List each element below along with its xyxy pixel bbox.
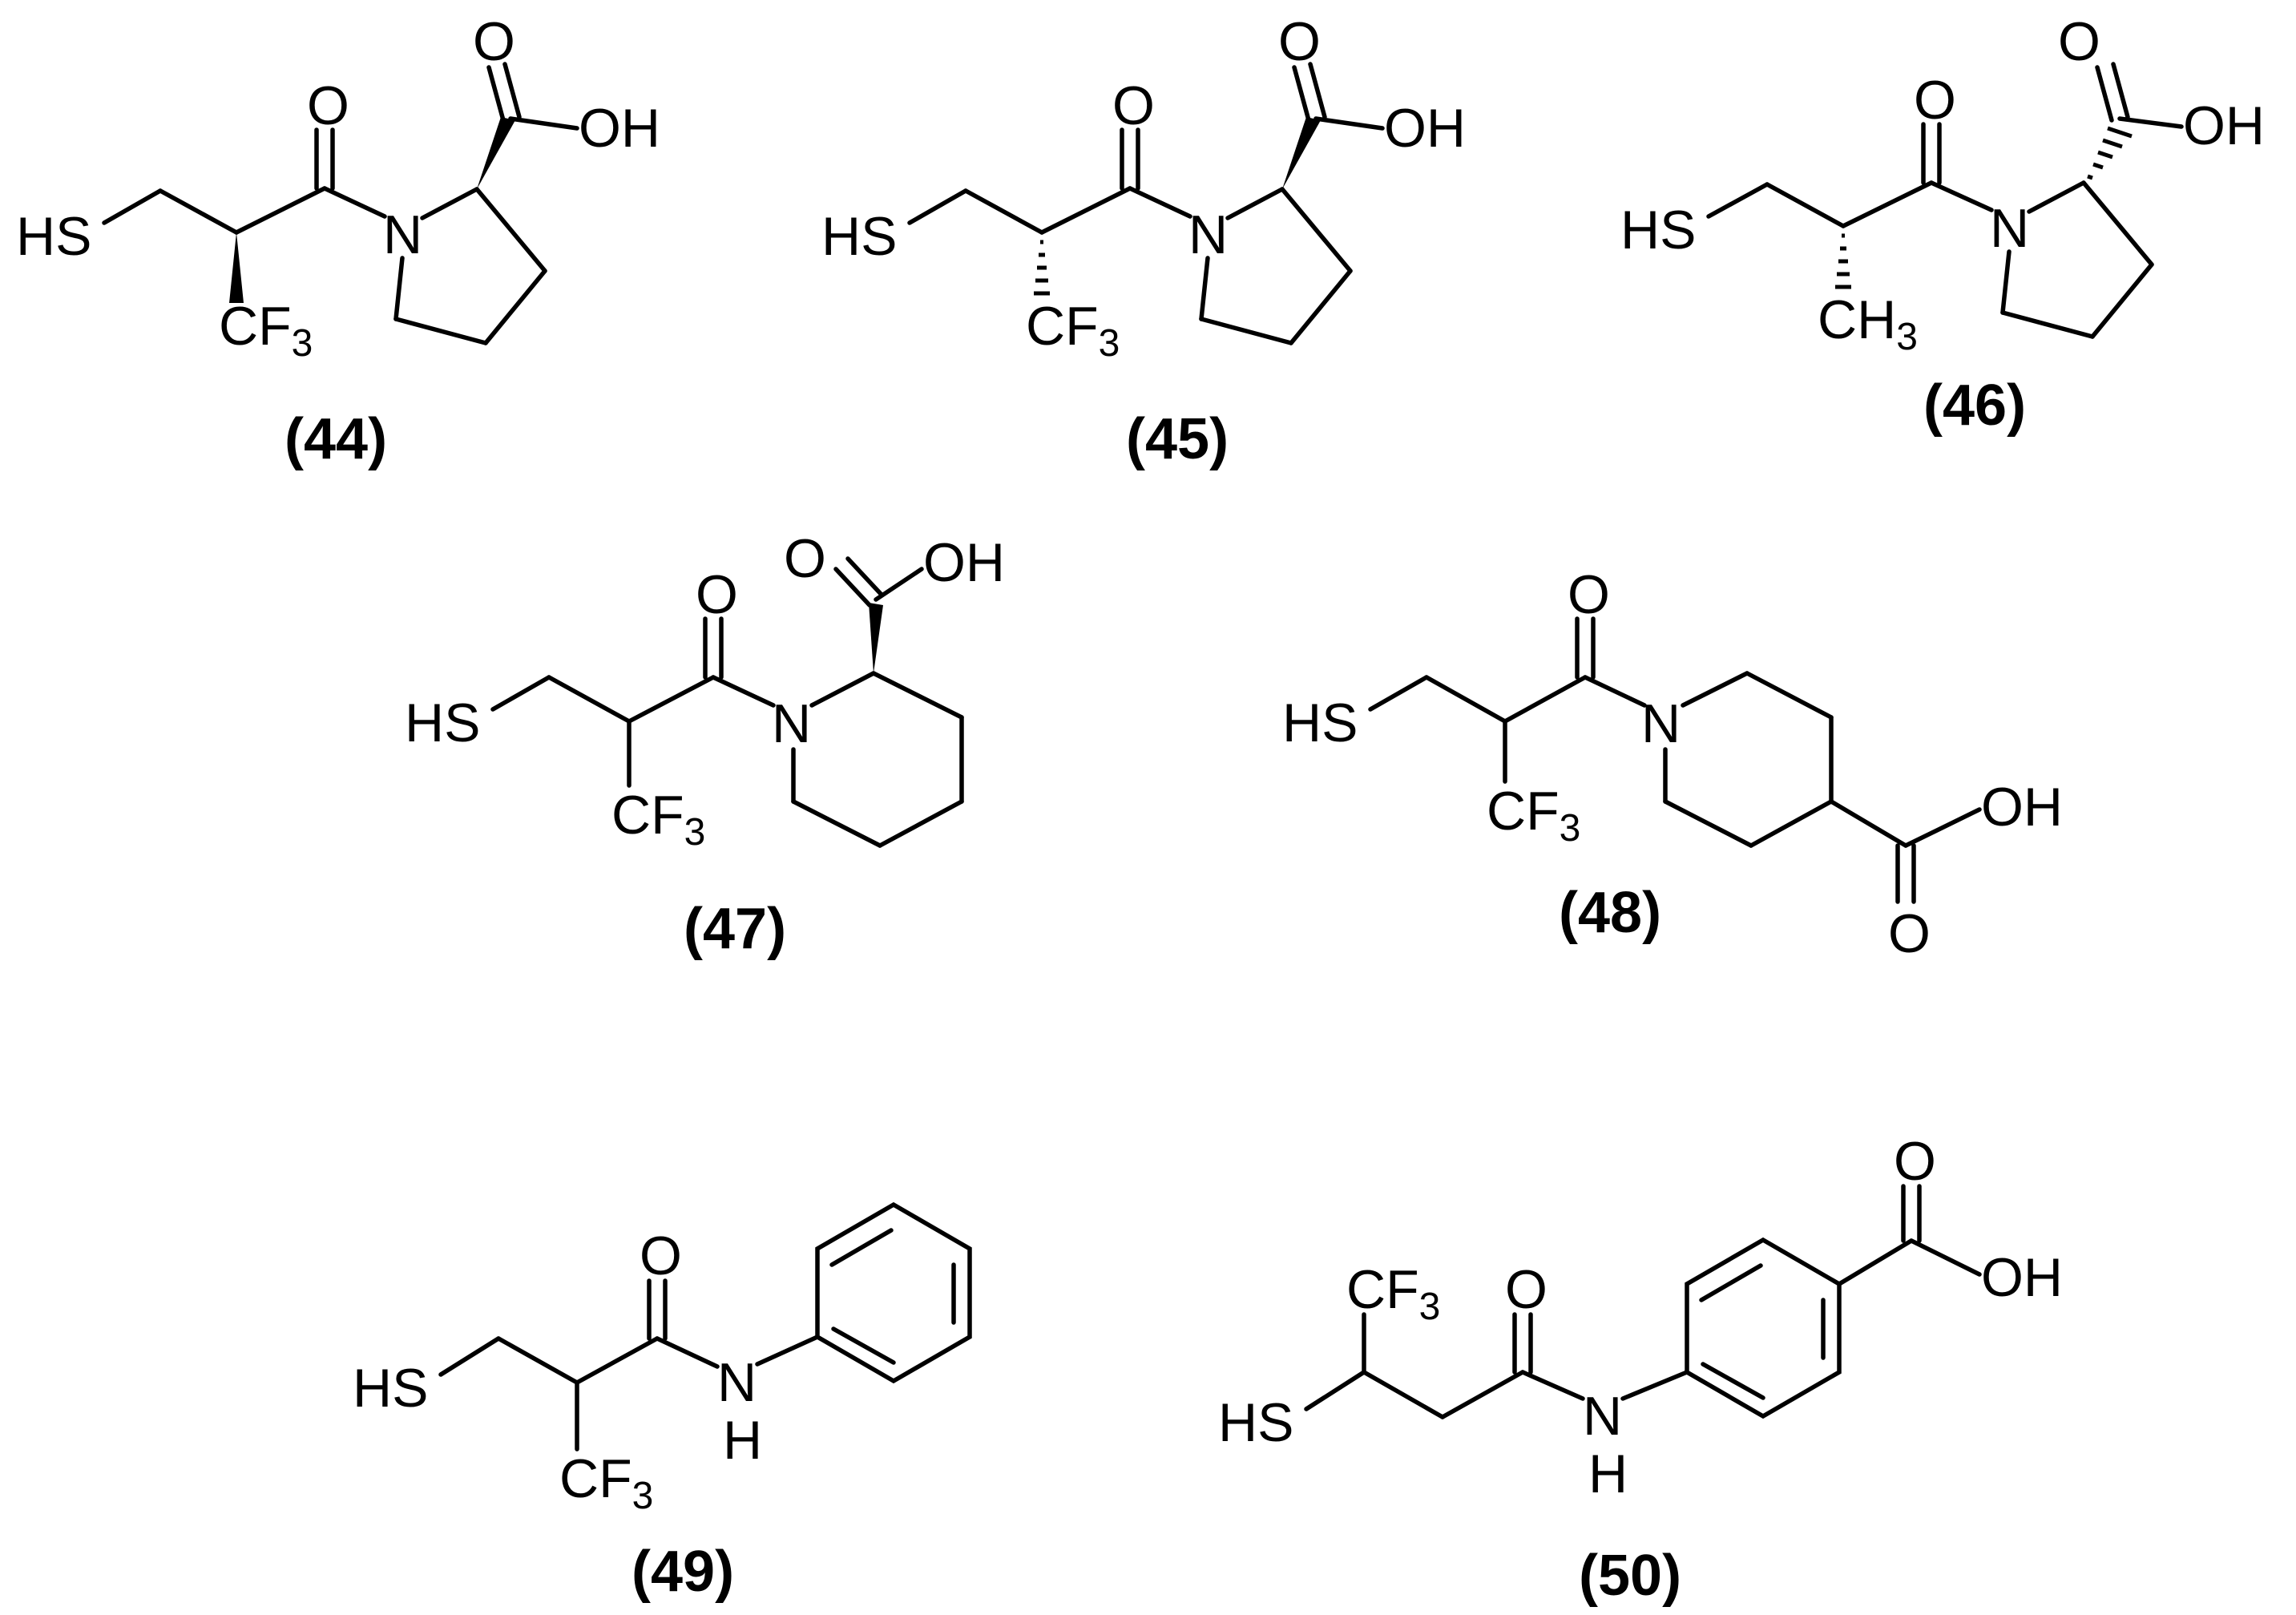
compound-label-50: (50) [1579, 1544, 1681, 1608]
atom-oh: OH [1384, 98, 1466, 159]
atom-n: N [1583, 1386, 1622, 1447]
compound-50: HS CF3 O N H O OH (50) [1218, 1131, 2063, 1608]
compound-label-46: (46) [1923, 373, 2026, 438]
atom-cf3: CF3 [1026, 296, 1120, 365]
atom-o: O [1888, 903, 1931, 964]
atom-n: N [1641, 693, 1681, 754]
compound-label-49: (49) [632, 1540, 734, 1604]
atom-cf3: CF3 [1346, 1259, 1440, 1328]
atom-oh: OH [2183, 95, 2265, 156]
atom-cf3: CF3 [611, 785, 705, 854]
compound-label-44: (44) [284, 407, 387, 471]
atom-o: O [1505, 1259, 1547, 1320]
atom-o: O [696, 564, 738, 625]
atom-n: N [1188, 204, 1228, 265]
atom-hs: HS [1218, 1392, 1293, 1453]
atom-n: N [1990, 198, 2029, 259]
atom-h: H [723, 1410, 762, 1471]
compound-label-45: (45) [1126, 407, 1229, 471]
atom-cf3: CF3 [559, 1448, 653, 1517]
atom-cf3: CF3 [219, 296, 313, 365]
atom-hs: HS [1620, 200, 1696, 260]
compound-label-48: (48) [1559, 881, 1661, 945]
compound-49: HS CF3 O N H (49) [353, 1201, 972, 1604]
atom-o: O [784, 528, 826, 589]
atom-ch3: CH3 [1818, 289, 1918, 358]
atom-oh: OH [1981, 777, 2063, 838]
atom-o: O [1568, 564, 1610, 625]
atom-o: O [1894, 1131, 1936, 1192]
compound-45: HS CF3 O N O OH (45) [821, 11, 1466, 471]
compound-46: HS CH3 O N O OH [1620, 11, 2265, 438]
atom-h: H [1588, 1443, 1628, 1504]
atom-o: O [2058, 11, 2100, 72]
hashed-bond [1835, 233, 1851, 289]
atom-o: O [1914, 70, 1956, 131]
compound-44: HS CF3 O N O OH (44) [16, 11, 660, 471]
atom-oh: OH [1981, 1247, 2063, 1308]
atom-cf3: CF3 [1487, 781, 1580, 850]
atom-oh: OH [579, 98, 660, 159]
atom-oh: OH [923, 532, 1005, 593]
atom-n: N [772, 693, 811, 754]
hashed-bond [1034, 240, 1050, 296]
compound-label-47: (47) [684, 897, 786, 961]
atom-hs: HS [1282, 692, 1358, 753]
atom-hs: HS [405, 692, 480, 753]
atom-hs: HS [353, 1358, 428, 1419]
atom-o: O [473, 11, 515, 72]
hashed-bond [2087, 126, 2133, 180]
atom-hs: HS [16, 206, 91, 267]
compound-47: HS CF3 O N O OH (47) [405, 528, 1005, 961]
atom-n: N [383, 204, 422, 265]
atom-o: O [1112, 75, 1155, 136]
atom-o: O [1278, 11, 1321, 72]
atom-o: O [640, 1225, 682, 1286]
atom-n: N [717, 1352, 757, 1413]
compound-48: HS CF3 O N OH O (48) [1282, 564, 2063, 964]
atom-o: O [307, 75, 349, 136]
atom-hs: HS [821, 206, 897, 267]
